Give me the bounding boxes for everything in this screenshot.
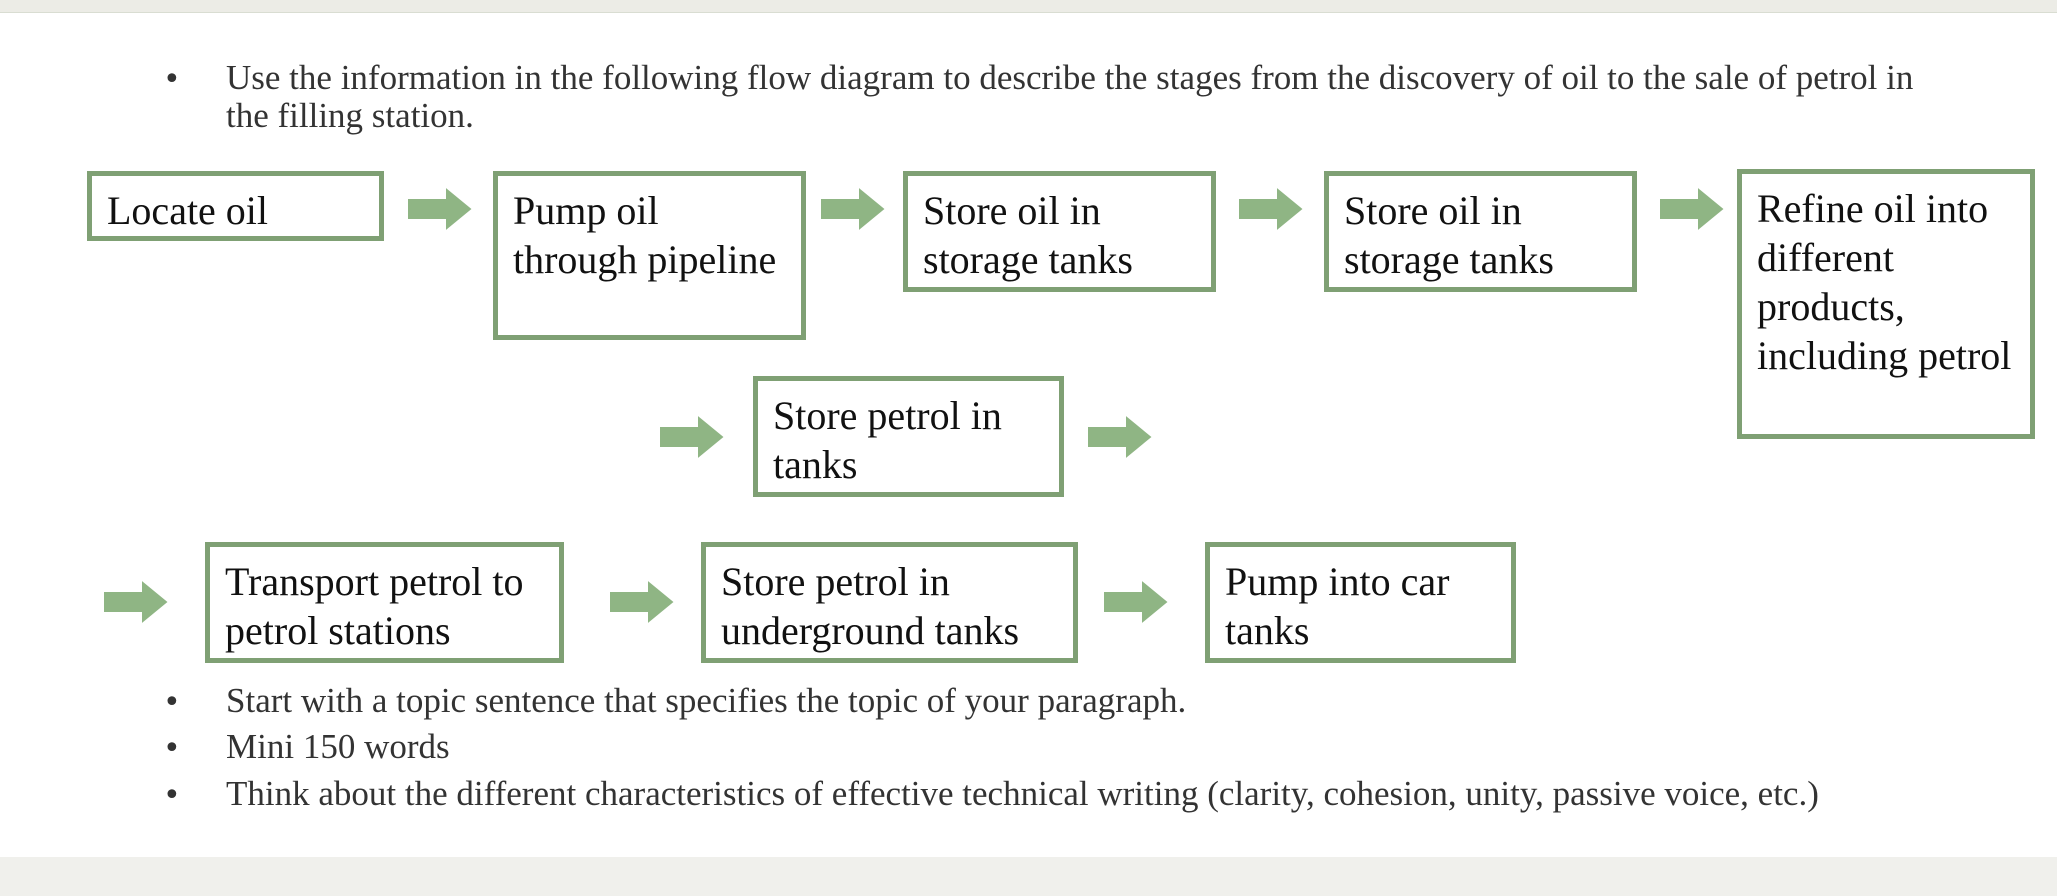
slide: • Use the information in the following f… xyxy=(0,12,2057,858)
flow-arrow-icon xyxy=(658,412,727,462)
flow-arrow-icon xyxy=(608,577,677,627)
flow-arrow-icon xyxy=(1237,184,1306,234)
step-store-petrol-tanks: Store petrol in tanks xyxy=(753,376,1064,497)
step-refine-oil: Refine oil into different products, incl… xyxy=(1737,169,2035,439)
step-transport-petrol: Transport petrol to petrol stations xyxy=(205,542,564,663)
step-pump-car-tanks: Pump into car tanks xyxy=(1205,542,1516,663)
flow-arrow-icon xyxy=(406,184,475,234)
intro-instruction: Use the information in the following flo… xyxy=(226,58,1914,135)
tip-word-count: Mini 150 words xyxy=(226,727,450,766)
step-pump-oil-pipeline: Pump oil through pipeline xyxy=(493,171,806,340)
flow-arrow-icon xyxy=(102,577,171,627)
flow-arrow-icon xyxy=(1658,184,1727,234)
bullet-dot: • xyxy=(163,778,181,813)
tip-characteristics: Think about the different characteristic… xyxy=(226,774,1819,813)
step-store-oil-tanks-2: Store oil in storage tanks xyxy=(1324,171,1637,292)
flow-arrow-icon xyxy=(1086,412,1155,462)
bullet-dot: • xyxy=(163,685,181,720)
flow-arrow-icon xyxy=(1102,577,1171,627)
step-store-underground-tanks: Store petrol in underground tanks xyxy=(701,542,1078,663)
window-bottom-edge xyxy=(0,857,2057,896)
tip-topic-sentence: Start with a topic sentence that specifi… xyxy=(226,681,1187,720)
bullet-dot: • xyxy=(163,731,181,766)
flow-arrow-icon xyxy=(819,184,888,234)
step-store-oil-tanks-1: Store oil in storage tanks xyxy=(903,171,1216,292)
step-locate-oil: Locate oil xyxy=(87,171,384,241)
bullet-dot: • xyxy=(163,62,181,97)
